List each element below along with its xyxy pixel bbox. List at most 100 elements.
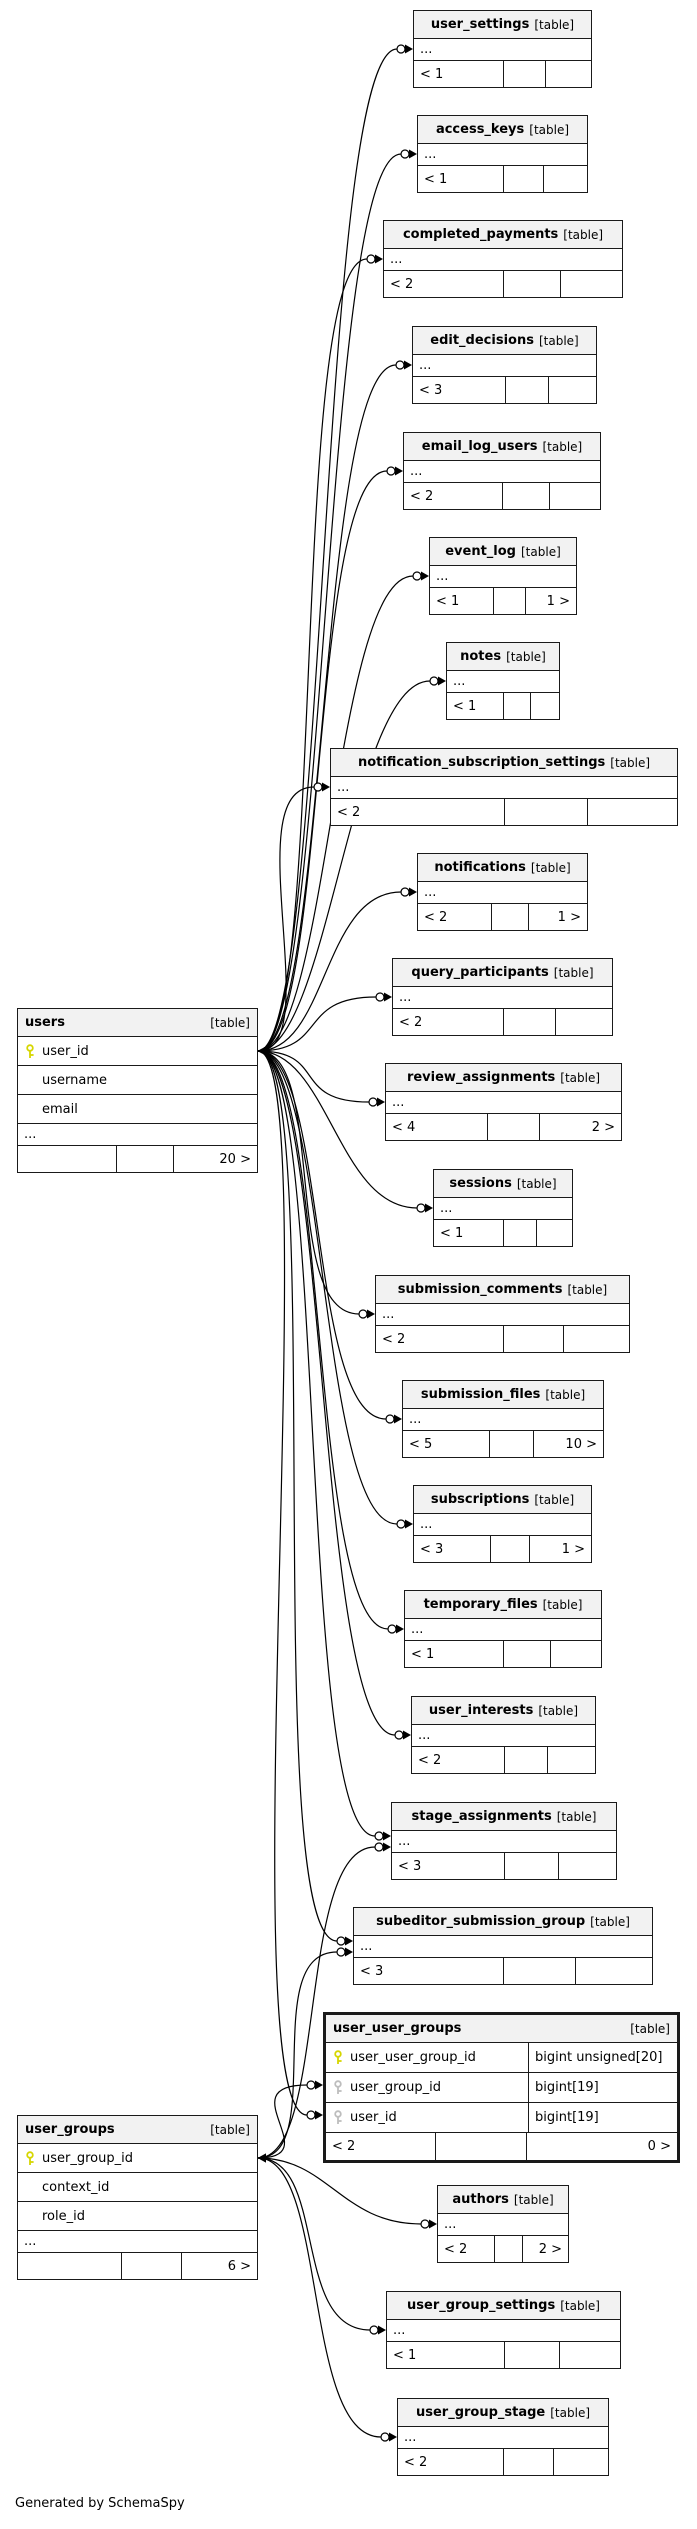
table-name[interactable]: user_group_stage [415, 2405, 546, 2420]
table-name[interactable]: completed_payments [402, 227, 559, 242]
table-user_user_groups[interactable]: user_user_groups[table]user_user_group_i… [323, 2012, 680, 2163]
table-notification_subscription_settings[interactable]: notification_subscription_settings[table… [330, 748, 678, 826]
children-count: 10 > [533, 1431, 603, 1457]
table-header[interactable]: user_groups[table] [18, 2116, 257, 2144]
table-query_participants[interactable]: query_participants[table]...< 2 [392, 958, 613, 1036]
children-count: 2 > [538, 1114, 621, 1140]
column-label: username [42, 1072, 107, 1088]
table-submission_comments[interactable]: submission_comments[table]...< 2 [375, 1275, 630, 1353]
parents-count: < 1 [453, 698, 477, 714]
table-user_group_stage[interactable]: user_group_stage[table]...< 2 [397, 2398, 609, 2476]
table-header[interactable]: temporary_files[table] [405, 1591, 601, 1619]
table-completed_payments[interactable]: completed_payments[table]...< 2 [383, 220, 623, 298]
table-header[interactable]: user_interests[table] [412, 1697, 595, 1725]
table-header[interactable]: notifications[table] [418, 854, 587, 882]
table-user_interests[interactable]: user_interests[table]...< 2 [411, 1696, 596, 1774]
table-name[interactable]: email_log_users [421, 439, 538, 454]
table-name[interactable]: query_participants [411, 965, 549, 980]
table-name[interactable]: user_settings [430, 17, 530, 32]
table-header[interactable]: event_log[table] [430, 538, 576, 566]
table-header[interactable]: submission_comments[table] [376, 1276, 629, 1304]
table-name[interactable]: notifications [434, 860, 526, 875]
column-label: user_group_id [350, 2080, 441, 2095]
table-header[interactable]: user_settings[table] [414, 11, 591, 39]
table-subeditor_submission_group[interactable]: subeditor_submission_group[table]...< 3 [353, 1907, 653, 1985]
table-name[interactable]: authors [452, 2192, 509, 2207]
table-user_group_settings[interactable]: user_group_settings[table]...< 1 [386, 2291, 621, 2369]
more-columns-ellipsis: ... [413, 355, 596, 377]
table-header[interactable]: sessions[table] [434, 1170, 572, 1198]
edge-users-completed_payments [257, 258, 368, 1052]
table-header[interactable]: user_group_settings[table] [387, 2292, 620, 2320]
table-header[interactable]: subeditor_submission_group[table] [354, 1908, 652, 1936]
parents-count: < 1 [424, 171, 448, 187]
table-header[interactable]: review_assignments[table] [386, 1064, 621, 1092]
table-header[interactable]: notes[table] [447, 643, 559, 671]
table-name[interactable]: submission_files [420, 1387, 541, 1402]
table-header[interactable]: subscriptions[table] [414, 1486, 591, 1514]
table-name[interactable]: access_keys [435, 122, 525, 137]
table-name[interactable]: user_group_settings [407, 2298, 556, 2313]
table-header[interactable]: authors[table] [438, 2186, 568, 2214]
table-name[interactable]: review_assignments [406, 1070, 556, 1085]
table-name[interactable]: temporary_files [423, 1597, 538, 1612]
footer-spacer [502, 166, 544, 192]
table-header[interactable]: query_participants[table] [393, 959, 612, 987]
crowfoot-arrow [396, 1624, 404, 1634]
more-columns-ellipsis: ... [403, 1409, 603, 1431]
table-name[interactable]: notification_subscription_settings [357, 755, 606, 770]
table-name[interactable]: user_groups [25, 2122, 115, 2137]
children-count [553, 2449, 608, 2475]
more-columns-ellipsis: ... [398, 2427, 608, 2449]
table-name[interactable]: stage_assignments [411, 1809, 552, 1824]
table-edit_decisions[interactable]: edit_decisions[table]...< 3 [412, 326, 597, 404]
table-name[interactable]: users [25, 1015, 65, 1030]
table-header[interactable]: edit_decisions[table] [413, 327, 596, 355]
table-header[interactable]: submission_files[table] [403, 1381, 603, 1409]
table-name[interactable]: notes [460, 649, 502, 664]
table-name[interactable]: subscriptions [430, 1492, 530, 1507]
children-count [536, 1220, 572, 1246]
table-stage_assignments[interactable]: stage_assignments[table]...< 3 [391, 1802, 617, 1880]
source-arrow [258, 2153, 266, 2163]
table-name[interactable]: submission_comments [397, 1282, 563, 1297]
table-header[interactable]: email_log_users[table] [404, 433, 600, 461]
table-header[interactable]: user_group_stage[table] [398, 2399, 608, 2427]
table-user_settings[interactable]: user_settings[table]...< 1 [413, 10, 592, 88]
table-header[interactable]: access_keys[table] [418, 116, 587, 144]
footer-spacer [503, 1958, 575, 1984]
table-header[interactable]: user_user_groups[table] [326, 2015, 677, 2043]
column-name-cell: user_user_group_id [326, 2043, 528, 2072]
table-access_keys[interactable]: access_keys[table]...< 1 [417, 115, 588, 193]
edge-users-review_assignments [257, 1050, 370, 1103]
children-count [587, 799, 677, 825]
table-sessions[interactable]: sessions[table]...< 1 [433, 1169, 573, 1247]
table-header[interactable]: notification_subscription_settings[table… [331, 749, 677, 777]
table-header[interactable]: completed_payments[table] [384, 221, 622, 249]
footer-spacer [434, 2133, 526, 2160]
table-name[interactable]: user_interests [428, 1703, 534, 1718]
edge-user_groups-user_user_groups [257, 2084, 308, 2159]
table-header[interactable]: stage_assignments[table] [392, 1803, 616, 1831]
children-count: 1 > [529, 1536, 591, 1562]
table-name[interactable]: event_log [445, 544, 516, 559]
edge-users-user_user_groups [257, 1050, 308, 2116]
column-name-cell: user_id [326, 2103, 528, 2132]
table-temporary_files[interactable]: temporary_files[table]...< 1 [404, 1590, 602, 1668]
table-name[interactable]: sessions [449, 1176, 512, 1191]
table-notes[interactable]: notes[table]...< 1 [446, 642, 560, 720]
table-name[interactable]: edit_decisions [430, 333, 534, 348]
table-email_log_users[interactable]: email_log_users[table]...< 2 [403, 432, 601, 510]
table-name[interactable]: user_user_groups [333, 2021, 462, 2036]
table-name[interactable]: subeditor_submission_group [376, 1914, 586, 1929]
table-header[interactable]: users[table] [18, 1009, 257, 1037]
